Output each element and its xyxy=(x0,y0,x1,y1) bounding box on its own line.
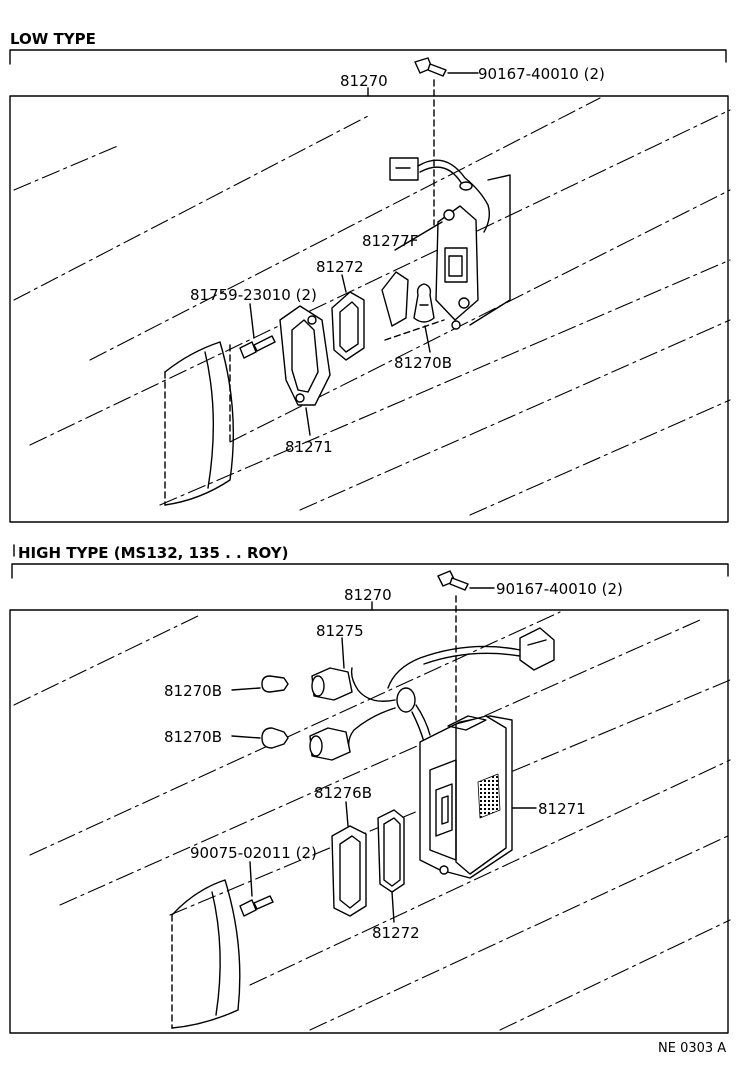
high-screw xyxy=(239,861,274,917)
high-outer-bracket xyxy=(11,563,729,579)
low-top-screw xyxy=(414,57,479,226)
high-label-assy: 81270 xyxy=(344,586,392,604)
low-lamp-housing xyxy=(435,205,479,330)
high-label-gasket-b: 81276B xyxy=(314,784,372,802)
high-background-lines xyxy=(13,611,731,1031)
high-label-gasket: 81272 xyxy=(372,924,420,942)
low-label-gasket: 81272 xyxy=(316,258,364,276)
high-lens-81271 xyxy=(419,715,537,879)
high-top-screw xyxy=(437,570,495,721)
high-type-title: HIGH TYPE (MS132, 135 . . ROY) xyxy=(18,544,288,562)
high-bumper-end xyxy=(171,879,241,1029)
high-bulb-1 xyxy=(231,675,289,693)
high-bulb-2 xyxy=(231,727,289,749)
high-label-bulb-2: 81270B xyxy=(164,728,222,746)
low-connector-harness xyxy=(389,157,511,326)
low-frame xyxy=(9,95,729,523)
high-gasket-81272 xyxy=(377,809,405,923)
low-bumper-end xyxy=(164,341,235,506)
low-outer-bracket xyxy=(9,49,727,65)
low-label-lens: 81271 xyxy=(285,438,333,456)
figure-code: NE 0303 A xyxy=(658,1041,726,1056)
low-background-lines xyxy=(13,97,731,516)
high-gasket-81276b xyxy=(331,801,367,917)
high-type-section xyxy=(9,544,731,1034)
low-dash-bulb xyxy=(384,319,445,341)
high-label-lens: 81271 xyxy=(538,800,586,818)
low-bulb xyxy=(413,283,435,353)
low-label-top-screw: 90167-40010 (2) xyxy=(478,65,605,83)
high-label-screw: 90075-02011 (2) xyxy=(190,844,317,862)
high-label-socket: 81275 xyxy=(316,622,364,640)
low-label-gasket-f: 81277F xyxy=(362,232,418,250)
low-label-bulb: 81270B xyxy=(394,354,452,372)
low-gasket-81272 xyxy=(331,274,365,361)
high-connector xyxy=(387,627,555,689)
low-type-title: LOW TYPE xyxy=(10,30,96,48)
low-gasket-81277f xyxy=(381,271,409,327)
low-label-assy: 81270 xyxy=(340,72,388,90)
low-type-section xyxy=(9,49,731,523)
high-harness xyxy=(347,667,431,753)
high-frame xyxy=(9,609,729,1034)
high-label-top-screw: 90167-40010 (2) xyxy=(496,580,623,598)
low-lens-81271 xyxy=(279,305,331,436)
low-screw xyxy=(239,303,276,359)
low-label-screw: 81759-23010 (2) xyxy=(190,286,317,304)
high-label-bulb-1: 81270B xyxy=(164,682,222,700)
low-leader-81277f xyxy=(394,221,443,251)
high-socket-81275 xyxy=(309,637,353,761)
